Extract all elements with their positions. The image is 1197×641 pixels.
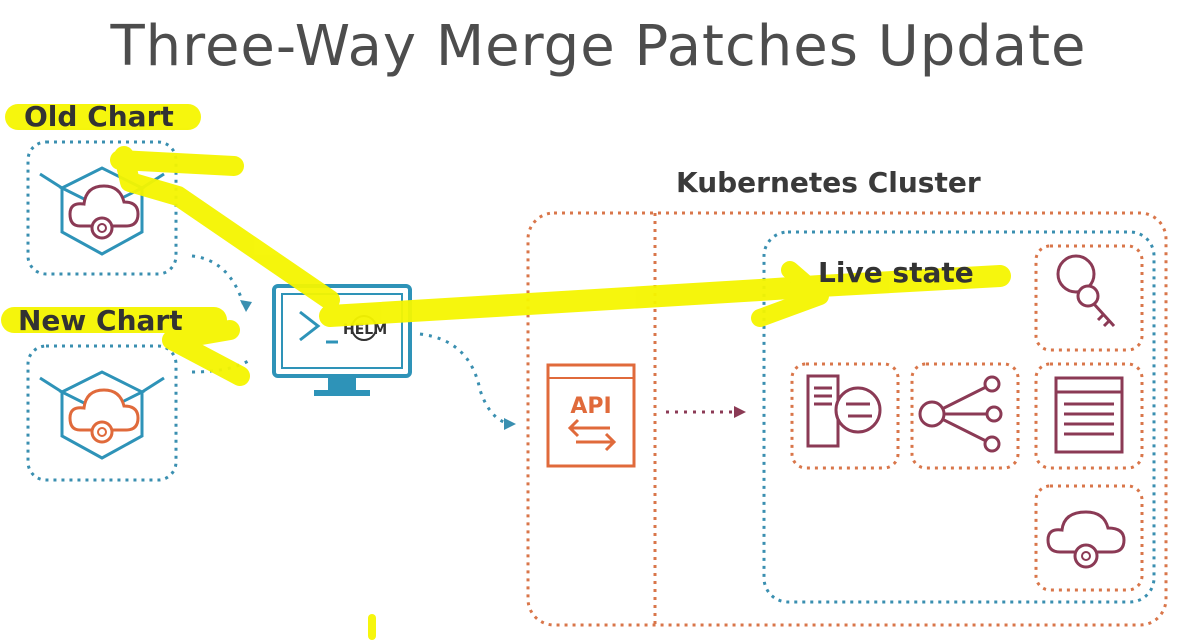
live-state-box: [762, 230, 1156, 604]
new-chart-box: [26, 344, 178, 482]
cloud-gear-icon: [1046, 510, 1126, 569]
server-icon: [806, 374, 882, 448]
cloud-box: [1034, 484, 1144, 592]
share-icon: [918, 375, 1003, 453]
config-box: [1034, 362, 1144, 470]
service-box: [790, 362, 900, 470]
helm-label: HELM: [343, 322, 387, 338]
api-label: API: [570, 394, 611, 419]
old-to-helm-arrow: [191, 254, 246, 307]
api-icon: [546, 363, 636, 468]
new-to-helm-arrow: [191, 358, 251, 374]
new-chart-icon: [39, 370, 165, 460]
highlighter-marks: [1, 104, 1011, 640]
cluster-box: [526, 211, 1168, 627]
document-icon: [1054, 376, 1124, 454]
old-chart-icon: [39, 166, 165, 256]
secret-box: [1034, 244, 1144, 352]
live-state-label: Live state: [818, 256, 974, 289]
network-box: [910, 362, 1020, 470]
helm-to-api-arrow: [419, 332, 511, 426]
old-chart-box: [26, 140, 178, 276]
old-chart-label: Old Chart: [24, 100, 174, 133]
new-chart-label: New Chart: [18, 304, 183, 337]
slide-title: Three-Way Merge Patches Update: [110, 14, 1087, 79]
key-icon: [1056, 254, 1116, 328]
cluster-title: Kubernetes Cluster: [676, 166, 981, 199]
